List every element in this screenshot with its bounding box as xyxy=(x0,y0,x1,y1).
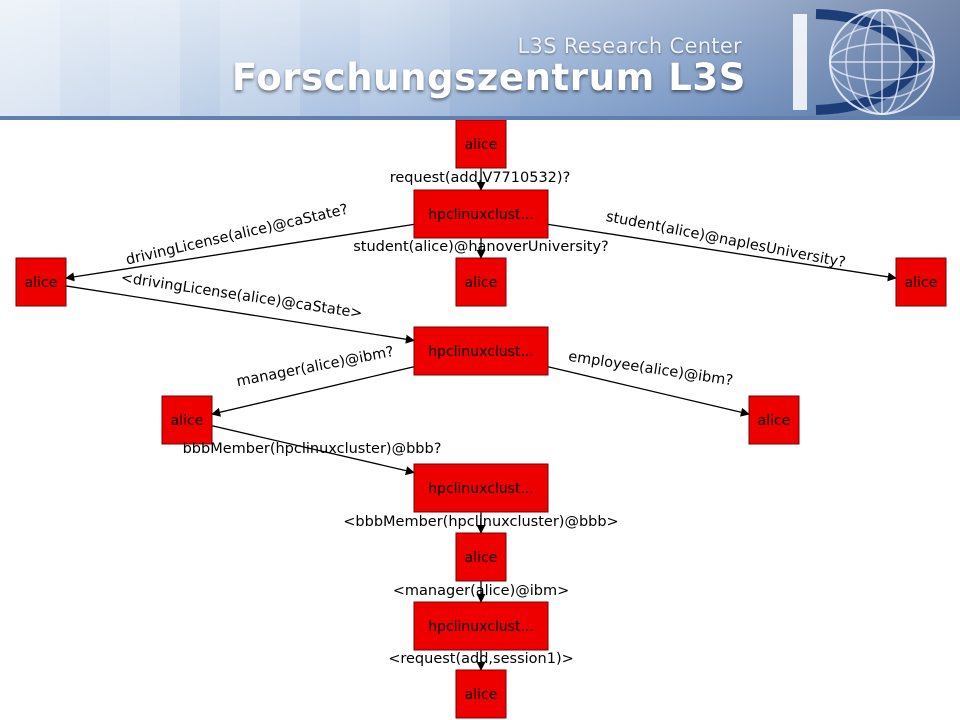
node-box[interactable] xyxy=(748,395,800,445)
node-box[interactable] xyxy=(161,395,213,445)
edge-label: <request(add,session1)> xyxy=(388,651,574,667)
graph-node-n6[interactable]: alice xyxy=(161,395,213,445)
edge-label: student(alice)@hanoverUniversity? xyxy=(353,239,609,255)
graph-node-n9[interactable]: alice xyxy=(455,532,507,582)
graph-node-n0[interactable]: alice xyxy=(455,120,507,169)
node-box[interactable] xyxy=(455,120,507,169)
graph-node-n11[interactable]: alice xyxy=(455,669,507,719)
node-label: alice xyxy=(758,413,791,429)
node-box[interactable] xyxy=(455,532,507,582)
node-label: alice xyxy=(171,413,204,429)
edge-label: <manager(alice)@ibm> xyxy=(393,583,569,599)
graph-node-n3[interactable]: alice xyxy=(455,257,507,307)
graph-node-n10[interactable]: hpclinuxclust... xyxy=(413,601,549,651)
header-divider xyxy=(0,116,960,120)
nodes-layer: alice hpclinuxclust... alice alice alice hpcl… xyxy=(15,120,947,719)
graph-node-n5[interactable]: hpclinuxclust... xyxy=(413,326,549,376)
node-label: alice xyxy=(25,275,58,291)
header-banner: L3S Research Center Forschungszentrum L3… xyxy=(0,0,960,120)
node-label: hpclinuxclust... xyxy=(428,207,534,223)
node-label: alice xyxy=(465,687,498,703)
node-label: alice xyxy=(465,550,498,566)
node-label: hpclinuxclust... xyxy=(428,344,534,360)
node-box[interactable] xyxy=(455,669,507,719)
node-box[interactable] xyxy=(413,601,549,651)
edges-layer xyxy=(65,168,897,671)
graph-node-n2[interactable]: alice xyxy=(15,257,67,307)
edge-arrow xyxy=(65,223,415,282)
node-box[interactable] xyxy=(895,257,947,307)
graph-node-n1[interactable]: hpclinuxclust... xyxy=(413,189,549,239)
edge-label: bbbMember(hpclinuxcluster)@bbb? xyxy=(183,441,442,457)
edge-arrow xyxy=(211,366,415,417)
edge-label: drivingLicense(alice)@caState? xyxy=(124,202,349,269)
edge-labels-layer: request(add,V7710532)? drivingLicense(ali… xyxy=(120,170,847,667)
node-label: hpclinuxclust... xyxy=(428,619,534,635)
edge-label: employee(alice)@ibm? xyxy=(567,349,734,389)
edge-arrow xyxy=(547,223,897,282)
edge-arrow xyxy=(65,285,415,344)
graph-node-n7[interactable]: alice xyxy=(748,395,800,445)
edge-arrow xyxy=(547,366,750,417)
node-label: hpclinuxclust... xyxy=(428,481,534,497)
edge-label: <drivingLicense(alice)@caState> xyxy=(120,270,364,322)
node-label: alice xyxy=(465,275,498,291)
brand-title: Forschungszentrum L3S xyxy=(231,56,746,99)
node-label: alice xyxy=(905,275,938,291)
graph-node-n4[interactable]: alice xyxy=(895,257,947,307)
trust-negotiation-graph: alice hpclinuxclust... alice alice alice hpcl… xyxy=(15,120,947,719)
node-box[interactable] xyxy=(413,326,549,376)
edge-arrow xyxy=(211,425,415,476)
node-box[interactable] xyxy=(413,463,549,513)
edge-label: student(alice)@naplesUniversity? xyxy=(605,209,847,271)
edge-label: manager(alice)@ibm? xyxy=(235,344,395,390)
graph-node-n8[interactable]: hpclinuxclust... xyxy=(413,463,549,513)
edge-label: request(add,V7710532)? xyxy=(390,170,571,186)
node-label: alice xyxy=(465,137,498,153)
edge-label: <bbbMember(hpclinuxcluster)@bbb> xyxy=(343,514,618,530)
node-box[interactable] xyxy=(455,257,507,307)
brand-subtitle: L3S Research Center xyxy=(517,34,742,58)
node-box[interactable] xyxy=(413,189,549,239)
l3s-globe-logo-icon xyxy=(793,9,935,115)
node-box[interactable] xyxy=(15,257,67,307)
